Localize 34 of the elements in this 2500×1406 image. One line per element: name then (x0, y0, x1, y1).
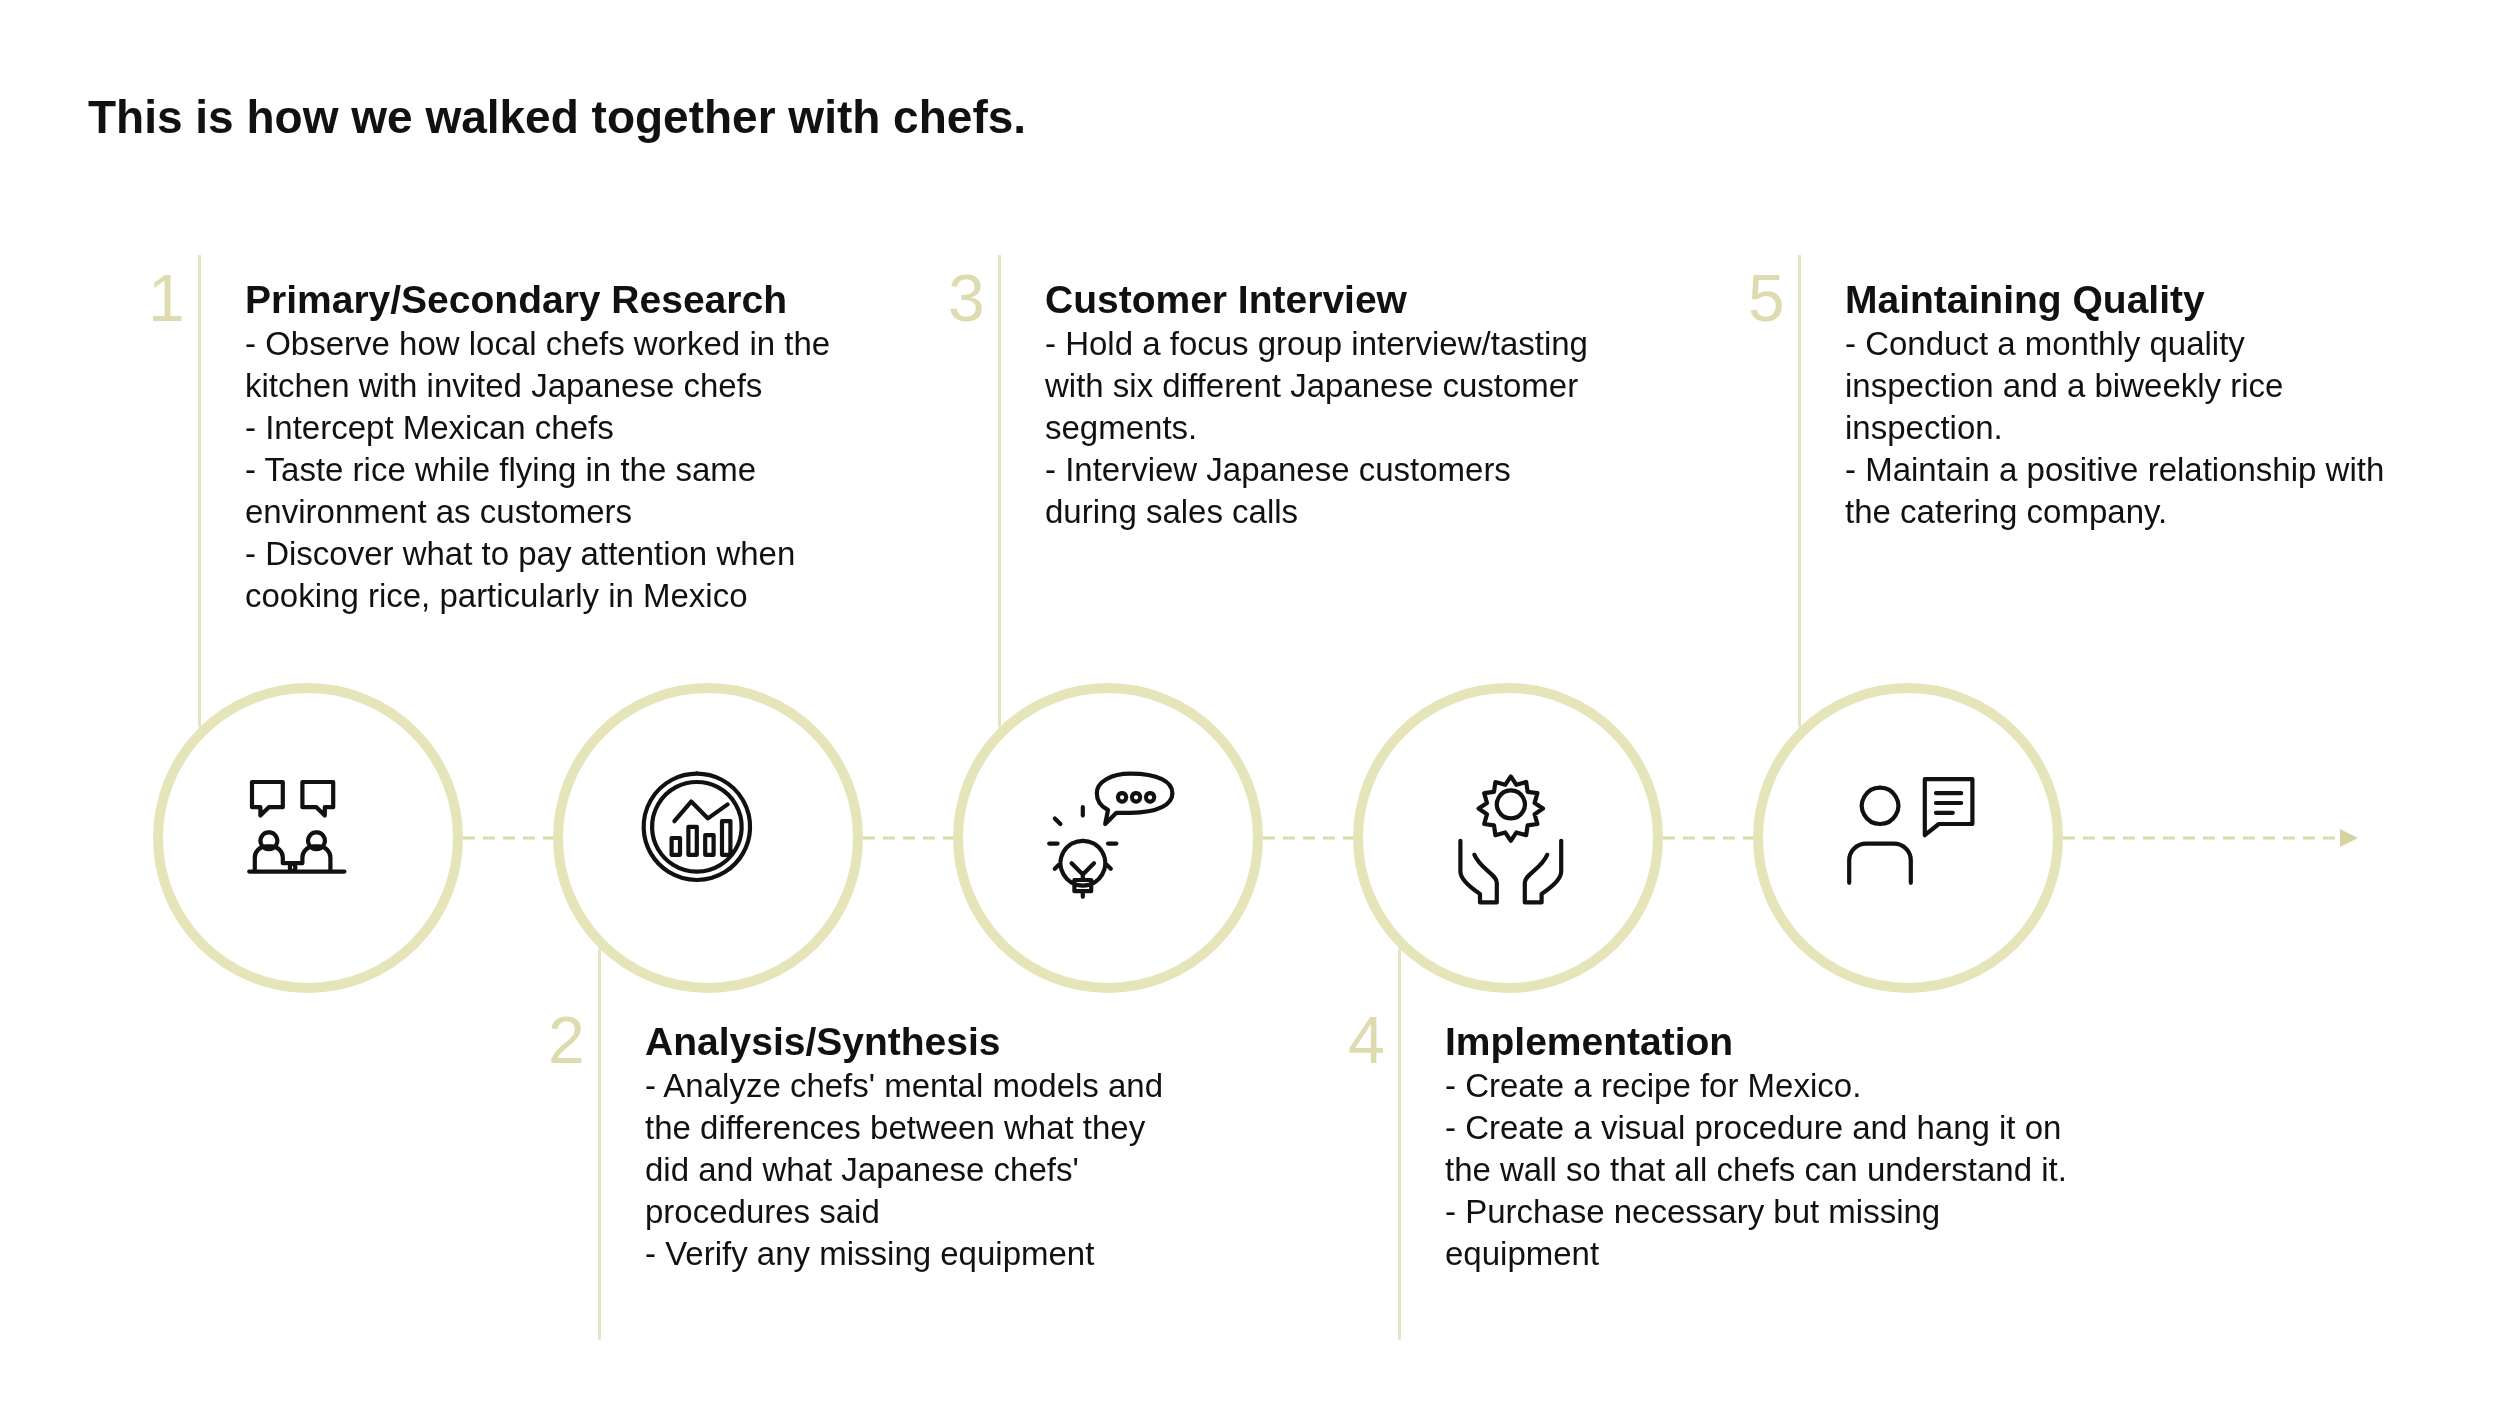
dashed-connector (1263, 836, 1353, 840)
step-bullet: - Purchase necessary but missing equipment (1445, 1192, 1942, 1274)
step-number: 3 (948, 265, 985, 331)
step-bullet: - Verify any missing equipment (645, 1234, 1096, 1274)
connector-line (198, 640, 201, 728)
step-number: 5 (1748, 265, 1785, 331)
step-bullet: - Create a recipe for Mexico. (1445, 1066, 1863, 1106)
step-bullet: - Discover what to pay attention when cooking rice, particularly in Mexico (245, 534, 797, 616)
connector-line (1798, 640, 1801, 728)
connector-line (598, 948, 601, 1015)
step-bullet: - Observe how local chefs worked in the kitchen with invited Japanese chefs (245, 324, 832, 406)
step-bullet: - Analyze chefs' mental models and the differences between what they did and what Japanese chefs' procedures said (645, 1066, 1165, 1232)
step-heading: Primary/Secondary Research (245, 277, 788, 323)
connector-line (1398, 948, 1401, 1015)
step-bullet: - Maintain a positive relationship with the catering company. (1845, 450, 2386, 532)
step-heading: Customer Interview (1045, 277, 1408, 323)
step-bullet: - Interview Japanese customers during sales calls (1045, 450, 1512, 532)
title: This is how we walked together with chefs. (88, 90, 1027, 144)
step-heading: Maintaining Quality (1845, 277, 2206, 323)
step-heading: Analysis/Synthesis (645, 1019, 1002, 1065)
dashed-connector (2063, 829, 2358, 847)
step-heading: Implementation (1445, 1019, 1735, 1065)
step-bullet: - Taste rice while flying in the same environment as customers (245, 450, 758, 532)
dashed-connector (463, 836, 553, 840)
step-bullet: - Conduct a monthly quality inspection and a biweekly rice inspection. (1845, 324, 2285, 448)
step-bullet: - Create a visual procedure and hang it on the wall so that all chefs can understand it. (1445, 1108, 2068, 1190)
step-bullet: - Hold a focus group interview/tasting with six different Japanese customer segments. (1045, 324, 1589, 448)
step-number: 4 (1348, 1007, 1385, 1073)
step-number: 1 (148, 265, 185, 331)
step-number: 2 (548, 1007, 585, 1073)
connector-line (998, 640, 1001, 728)
dashed-connector (1663, 836, 1753, 840)
dashed-connector (863, 836, 953, 840)
step-bullet: - Intercept Mexican chefs (245, 408, 615, 448)
